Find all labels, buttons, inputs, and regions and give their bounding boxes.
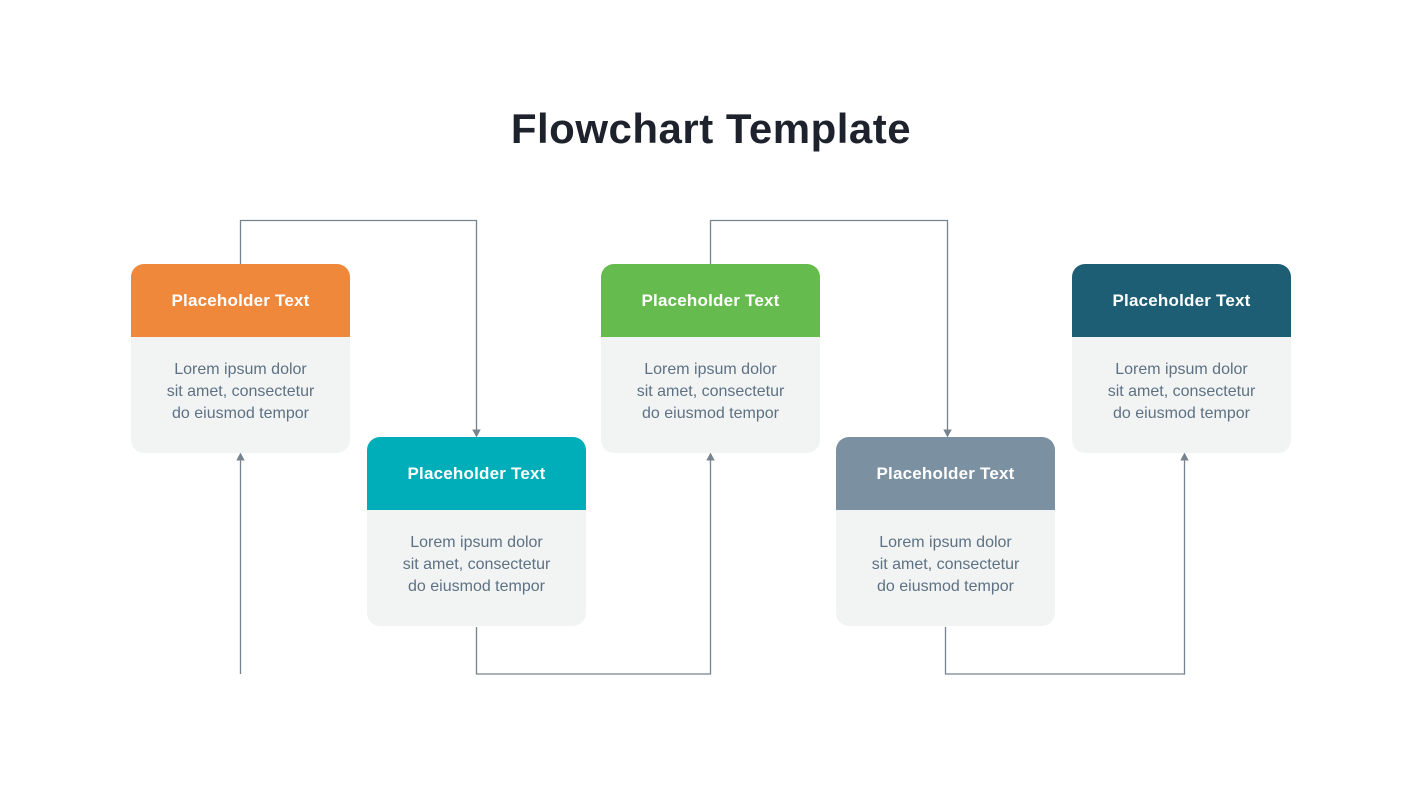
card-body-text: do eiusmod tempor bbox=[408, 578, 545, 595]
arrow-up-icon bbox=[1180, 452, 1189, 461]
card-body-text: sit amet, consectetur bbox=[871, 556, 1020, 573]
card-body-text: sit amet, consectetur bbox=[166, 383, 315, 400]
card-header-label: Placeholder Text bbox=[407, 463, 546, 483]
arrow-up-icon bbox=[706, 452, 715, 461]
card-body: Lorem ipsum dolor sit amet, consectetur … bbox=[1072, 337, 1291, 453]
card-body-text: Lorem ipsum dolor bbox=[644, 361, 777, 378]
page-title: Flowchart Template bbox=[510, 105, 912, 152]
card-header: Placeholder Text bbox=[367, 437, 586, 510]
card-body: Lorem ipsum dolor sit amet, consectetur … bbox=[601, 337, 820, 453]
card-header: Placeholder Text bbox=[131, 264, 350, 337]
card-header-label: Placeholder Text bbox=[171, 290, 310, 310]
card-header-label: Placeholder Text bbox=[876, 463, 1015, 483]
flow-card-5: Placeholder Text Lorem ipsum dolor sit a… bbox=[1072, 264, 1291, 453]
card-body-text: do eiusmod tempor bbox=[877, 578, 1014, 595]
card-header: Placeholder Text bbox=[601, 264, 820, 337]
card-body-text: do eiusmod tempor bbox=[172, 405, 309, 422]
arrow-up-icon bbox=[236, 452, 245, 461]
card-body-text: sit amet, consectetur bbox=[1107, 383, 1256, 400]
flow-card-3: Placeholder Text Lorem ipsum dolor sit a… bbox=[601, 264, 820, 453]
flow-card-1: Placeholder Text Lorem ipsum dolor sit a… bbox=[131, 264, 350, 453]
card-header: Placeholder Text bbox=[1072, 264, 1291, 337]
card-header-label: Placeholder Text bbox=[1112, 290, 1251, 310]
card-body-text: Lorem ipsum dolor bbox=[174, 361, 307, 378]
card-body-text: sit amet, consectetur bbox=[402, 556, 551, 573]
card-body-text: Lorem ipsum dolor bbox=[1115, 361, 1248, 378]
card-body-text: Lorem ipsum dolor bbox=[410, 534, 543, 551]
card-body-text: do eiusmod tempor bbox=[1113, 405, 1250, 422]
card-header-label: Placeholder Text bbox=[641, 290, 780, 310]
flow-card-4: Placeholder Text Lorem ipsum dolor sit a… bbox=[836, 437, 1055, 626]
card-body: Lorem ipsum dolor sit amet, consectetur … bbox=[836, 510, 1055, 626]
card-body-text: do eiusmod tempor bbox=[642, 405, 779, 422]
card-header: Placeholder Text bbox=[836, 437, 1055, 510]
card-body-text: Lorem ipsum dolor bbox=[879, 534, 1012, 551]
card-body: Lorem ipsum dolor sit amet, consectetur … bbox=[367, 510, 586, 626]
card-body: Lorem ipsum dolor sit amet, consectetur … bbox=[131, 337, 350, 453]
card-body-text: sit amet, consectetur bbox=[636, 383, 785, 400]
flow-card-2: Placeholder Text Lorem ipsum dolor sit a… bbox=[367, 437, 586, 626]
